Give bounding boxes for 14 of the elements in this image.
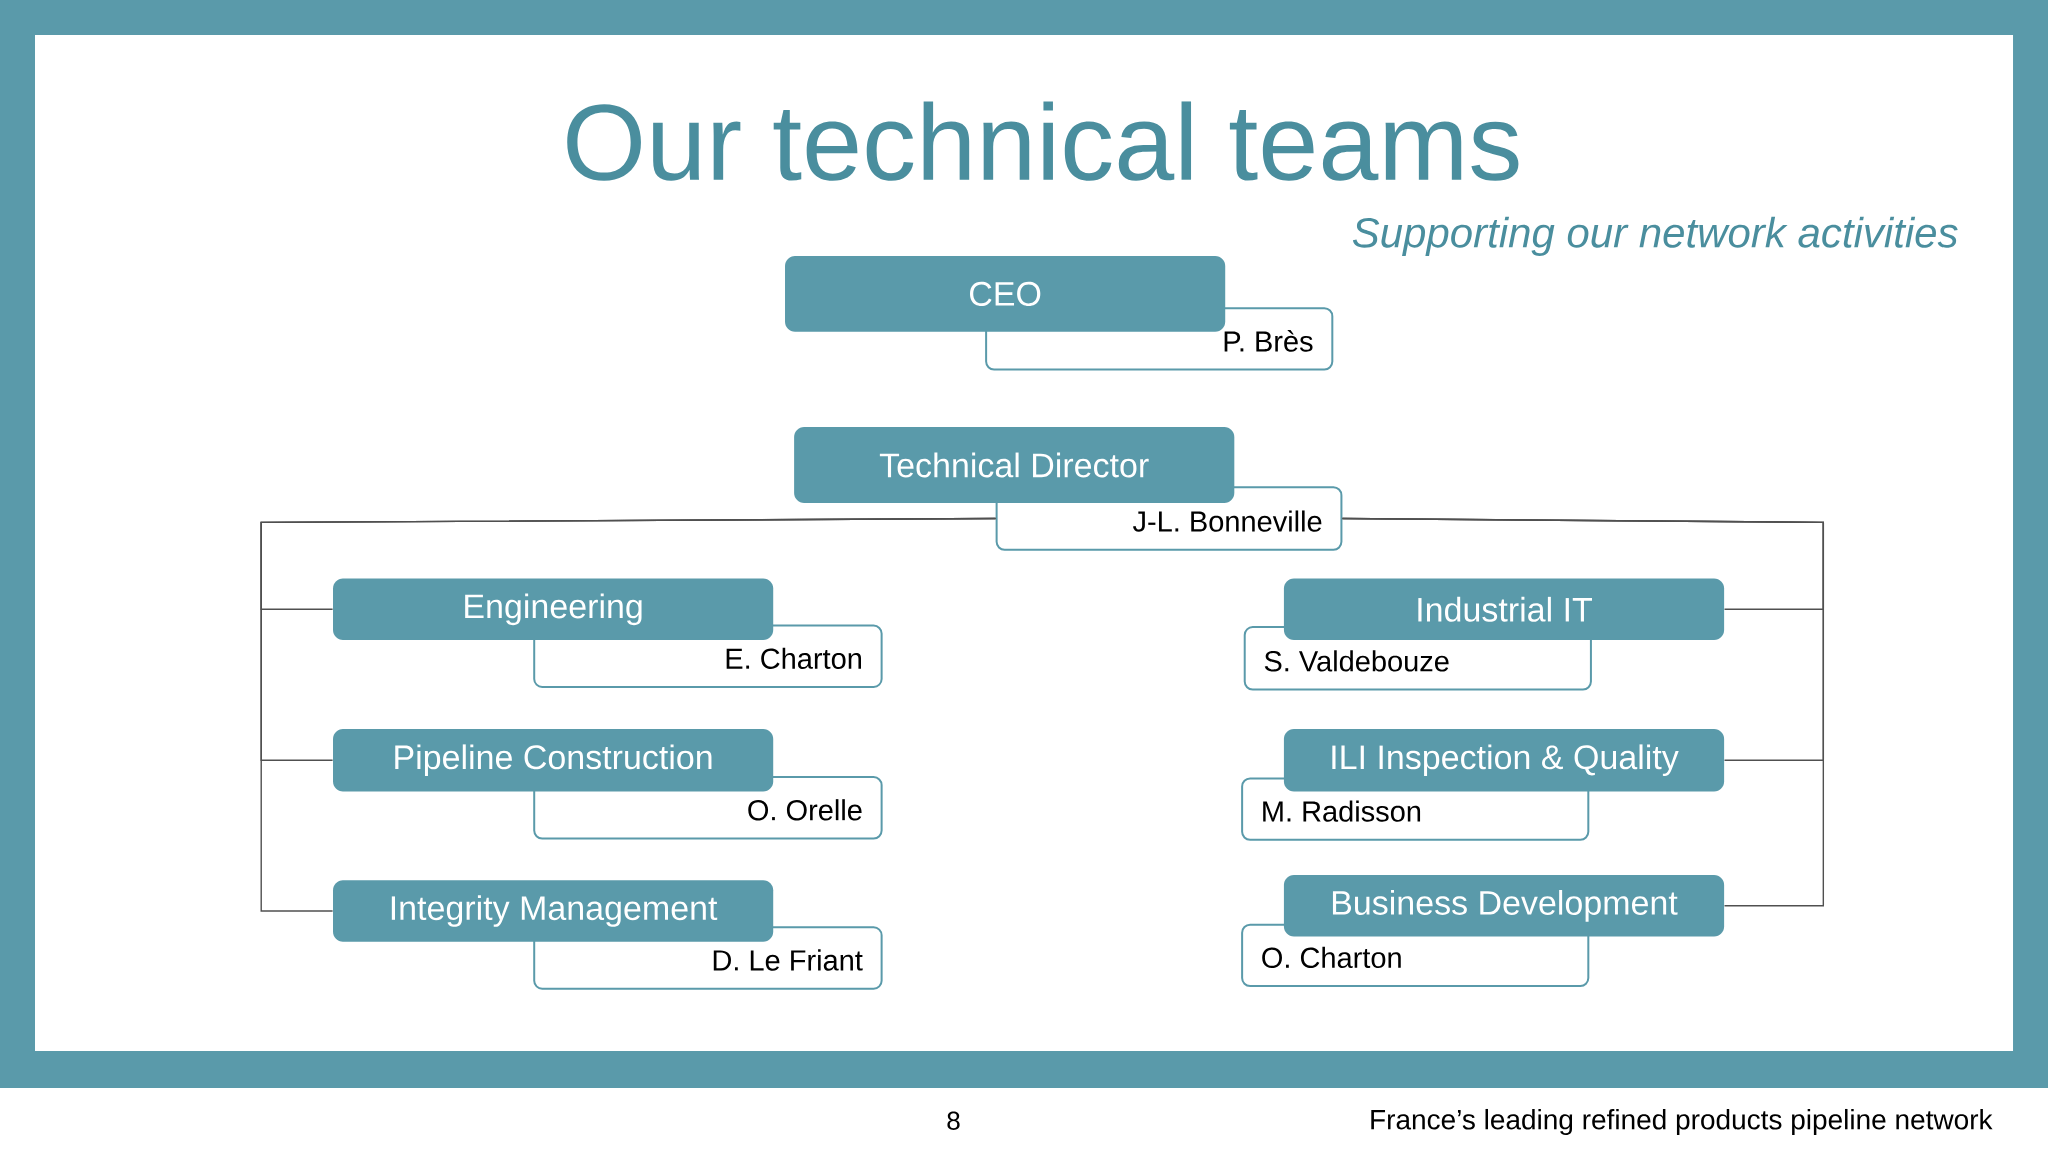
team-box: CEO xyxy=(785,256,1226,332)
team-box: ILI Inspection & Quality xyxy=(1283,728,1725,792)
subtitle: Supporting our network activities xyxy=(1352,216,1958,256)
connector-line xyxy=(1341,517,1824,907)
team-box: Technical Director xyxy=(794,427,1235,503)
connector-line xyxy=(260,517,997,912)
footer-text: France’s leading refined products pipeline network xyxy=(1371,1108,1993,1136)
team-box: Integrity Management xyxy=(333,880,774,942)
team-box: Pipeline Construction xyxy=(333,728,774,792)
team-box: Business Development xyxy=(1283,875,1725,937)
team-box: Industrial IT xyxy=(1283,578,1725,640)
title: Our technical teams xyxy=(567,101,1519,181)
page-number: 8 xyxy=(947,1111,960,1130)
team-box: Engineering xyxy=(333,578,774,640)
